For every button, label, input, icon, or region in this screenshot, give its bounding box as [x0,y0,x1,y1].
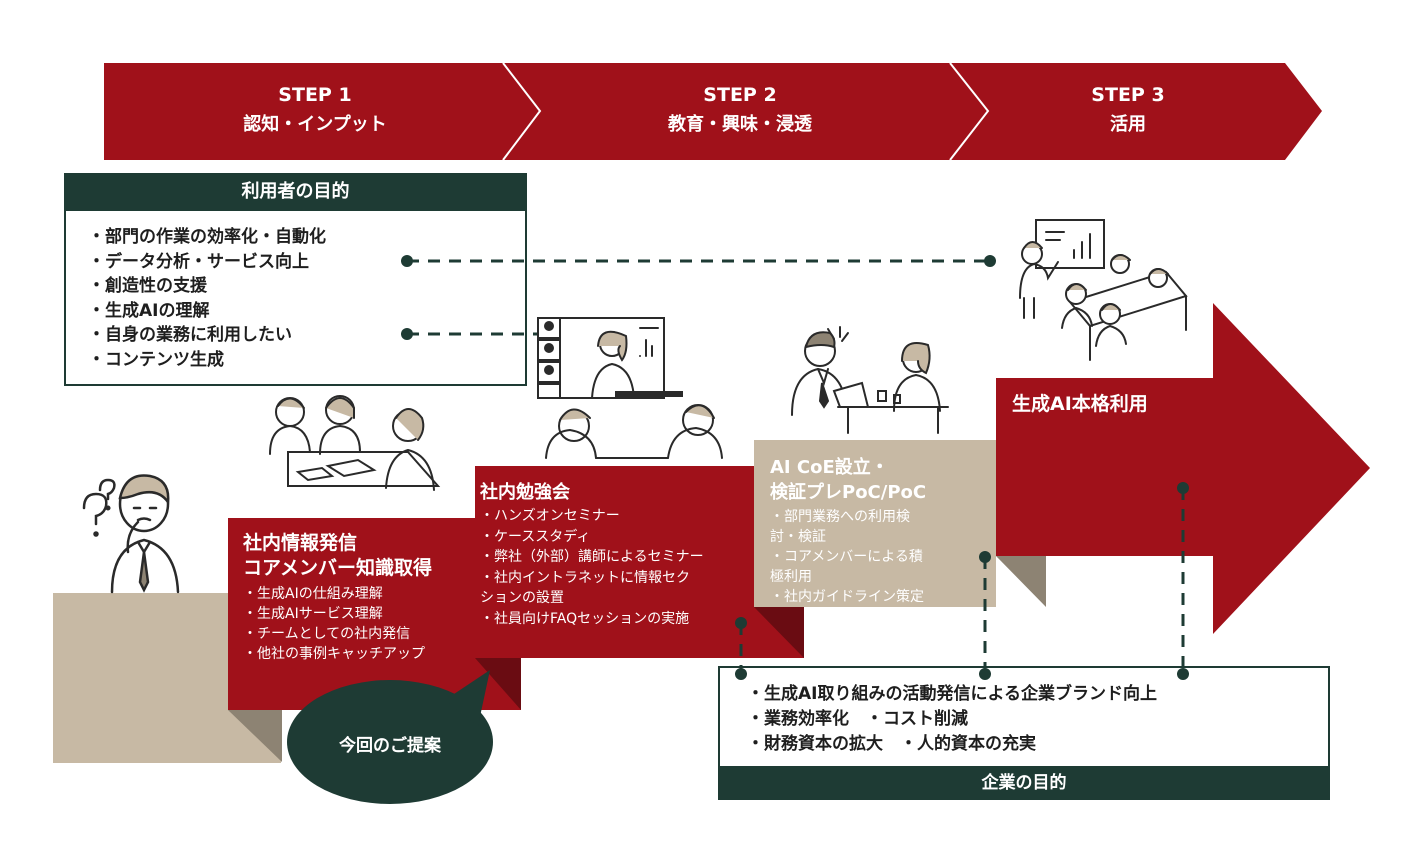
stage3-list: ・部門業務への利用検 討・検証 ・コアメンバーによる積 極利用 ・社内ガイドライ… [770,507,926,607]
stage1-block [228,518,521,710]
list-item: ・チームとしての社内発信 [243,626,411,642]
company-purpose-title: 企業の目的 [981,773,1067,793]
list-item: ・創造性の支援 [88,276,207,296]
stage4-title: 生成AI本格利用 [1012,393,1148,415]
step3-title: STEP 3 [1091,84,1165,106]
company-purpose-list: ・生成AI取り組みの活動発信による企業ブランド向上 ・業務効率化 ・コスト削減 … [747,682,1157,757]
step2-title: STEP 2 [703,84,777,106]
stage1-content: 社内情報発信 コアメンバー知識取得 ・生成AIの仕組み理解 ・生成AIサービス理… [243,531,432,664]
list-item: ・生成AIサービス理解 [243,606,383,622]
user-purpose-header [64,173,527,210]
list-item: ・部門の作業の効率化・自動化 [88,227,326,247]
list-item: 討・検証 [770,529,826,545]
company-purpose-header [718,766,1330,800]
list-item: ・ハンズオンセミナー [480,508,620,524]
user-purpose-list: ・部門の作業の効率化・自動化 ・データ分析・サービス向上 ・創造性の支援 ・生成… [88,225,326,372]
stage2-list: ・ハンズオンセミナー ・ケーススタディ ・弊社（外部）講師によるセミナー ・社内… [480,506,704,629]
list-item: ションの設置 [480,590,564,606]
list-item: ・弊社（外部）講師によるセミナー [480,549,704,565]
stage3-title: 検証プレPoC/PoC [770,482,927,503]
stage4-arrow [996,303,1370,634]
list-item: ・社内ガイドライン策定 [770,589,924,605]
list-item: ・生成AI取り組みの活動発信による企業ブランド向上 [747,684,1157,704]
list-item: 極利用 [770,569,812,585]
user-purpose-box [64,209,527,386]
list-item: ・財務資本の拡大 ・人的資本の充実 [747,734,1036,754]
company-purpose-box [718,666,1330,768]
user-purpose-title: 利用者の目的 [241,181,350,202]
step1-chevron [104,63,540,160]
step2-label: STEP 2 教育・興味・浸透 [585,80,895,140]
list-item: ・ケーススタディ [480,528,591,545]
stage3-content: AI CoE設立・ 検証プレPoC/PoC ・部門業務への利用検 討・検証 ・コ… [770,455,926,607]
meeting-table-icon [269,395,441,491]
stage2-content: 社内勉強会 ・ハンズオンセミナー ・ケーススタディ ・弊社（外部）講師によるセミ… [480,480,704,629]
list-item: ・自身の業務に利用したい [88,325,292,345]
list-item: ・コアメンバーによる積 [770,549,923,565]
step1-title: STEP 1 [278,84,352,106]
step3-label: STEP 3 活用 [1028,80,1228,140]
consultation-icon [791,326,949,434]
list-item: ・社員向けFAQセッションの実施 [480,610,690,627]
step1-label: STEP 1 認知・インプット [160,80,470,140]
list-item: ・コンテンツ生成 [88,349,224,370]
video-conference-icon [537,317,723,459]
step2-subtitle: 教育・興味・浸透 [668,114,812,135]
list-item: ・生成AIの理解 [88,300,210,321]
stage2-title: 社内勉強会 [480,482,570,503]
list-item: ・生成AIの仕組み理解 [243,586,383,602]
presentation-icon [1019,219,1188,361]
confused-person-icon [82,474,180,594]
stage1-title: 社内情報発信 [243,532,358,554]
stage3-block [754,440,996,607]
stage3-title: AI CoE設立・ [770,457,889,478]
list-item: ・業務効率化 ・コスト削減 [747,709,968,729]
list-item: ・社内イントラネットに情報セク [480,569,690,586]
stage2-block [475,466,804,658]
list-item: ・他社の事例キャッチアップ [243,646,425,662]
stage1-title: コアメンバー知識取得 [243,557,433,579]
step3-subtitle: 活用 [1110,114,1146,135]
proposal-label: 今回のご提案 [339,736,441,756]
stage1-list: ・生成AIの仕組み理解 ・生成AIサービス理解 ・チームとしての社内発信 ・他社… [243,584,432,664]
step1-subtitle: 認知・インプット [243,114,387,135]
step2-chevron [503,63,988,160]
step3-chevron [950,63,1322,160]
proposal-bubble [287,680,493,804]
list-item: ・部門業務への利用検 [770,509,910,525]
list-item: ・データ分析・サービス向上 [88,251,309,272]
